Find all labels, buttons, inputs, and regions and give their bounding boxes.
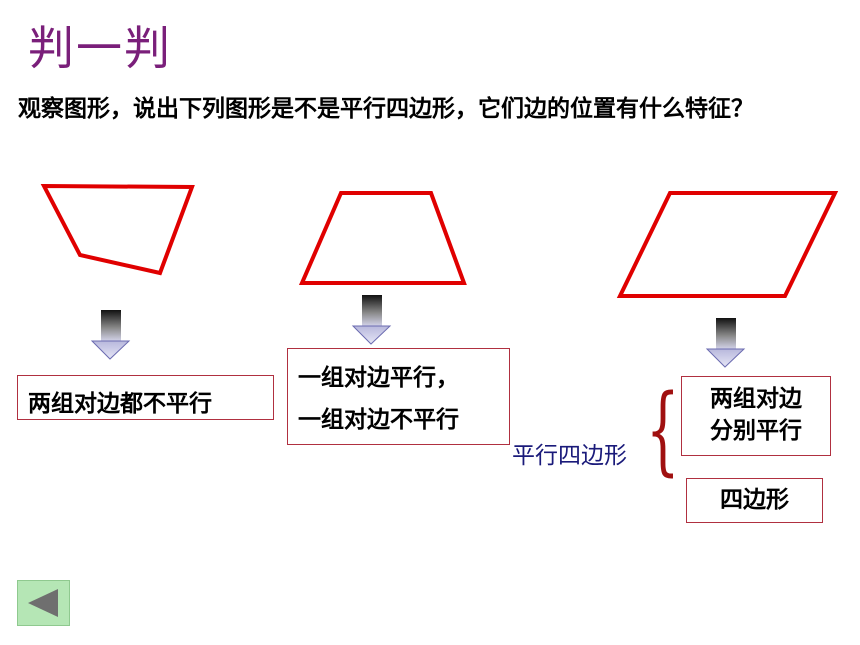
two-pairs-line1: 两组对边 [710,386,802,412]
one-pair-parallel-box: 一组对边平行， 一组对边不平行 [287,348,510,445]
irregular-quadrilateral [40,183,195,276]
back-arrow-icon [28,589,58,617]
trapezoid [298,191,467,285]
parallelogram [616,191,839,298]
page-title: 判一判 [28,21,172,75]
no-parallel-text: 两组对边都不平行 [28,391,212,417]
one-pair-line1: 一组对边平行， [298,365,459,391]
parallelogram-label: 平行四边形 [512,443,627,469]
down-arrow-icon [90,310,131,360]
down-arrow-icon [705,318,746,368]
one-pair-line2: 一组对边不平行 [298,407,459,433]
back-button[interactable] [17,580,70,626]
down-arrow-icon [351,295,392,345]
two-pairs-parallel-box: 两组对边 分别平行 [681,376,831,456]
question-text: 观察图形，说出下列图形是不是平行四边形，它们边的位置有什么特征？ [18,96,754,122]
no-parallel-box: 两组对边都不平行 [17,375,274,420]
two-pairs-line2: 分别平行 [710,418,802,444]
quadrilateral-box: 四边形 [686,478,823,523]
curly-brace: { [646,374,680,486]
quadrilateral-text: 四边形 [720,487,789,513]
